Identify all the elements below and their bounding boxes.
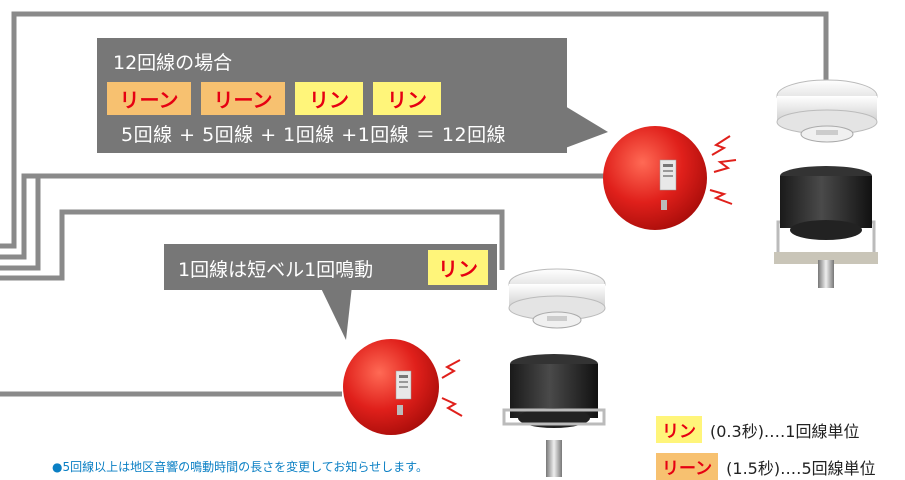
bubble-title: 12回線の場合 bbox=[113, 52, 233, 74]
speaker-top bbox=[774, 166, 878, 288]
detector-top bbox=[776, 79, 878, 143]
tag-short-2: リン bbox=[373, 82, 441, 115]
bell-bottom bbox=[343, 339, 439, 435]
wire-2b bbox=[0, 173, 605, 260]
wire-1 bbox=[0, 11, 829, 249]
bubble-bottom-tail bbox=[318, 282, 352, 340]
detector-bottom bbox=[508, 268, 606, 329]
tag-short-bottom: リン bbox=[428, 250, 488, 285]
legend-tag-short: リン bbox=[656, 416, 702, 443]
wire-4 bbox=[0, 209, 505, 281]
sound-mark-icon bbox=[441, 135, 737, 417]
bubble-top-tail bbox=[555, 100, 608, 150]
tag-long-2: リーン bbox=[201, 82, 285, 115]
wire-3 bbox=[0, 176, 41, 271]
tag-row: リーン リーン リン リン bbox=[107, 82, 441, 115]
speech-bubble-1-line: 1回線は短ベル1回鳴動 リン bbox=[164, 244, 497, 290]
legend-text-short: (0.3秒)‥‥1回線単位 bbox=[710, 421, 860, 441]
equation-text: 5回線 + 5回線 + 1回線 +1回線 ＝ 12回線 bbox=[121, 124, 507, 146]
footnote-text: ●5回線以上は地区音響の鳴動時間の長さを変更してお知らせします。 bbox=[52, 460, 428, 474]
tag-long-1: リーン bbox=[107, 82, 191, 115]
bell-top bbox=[603, 126, 707, 230]
tag-short-1: リン bbox=[295, 82, 363, 115]
legend-row-short: リン (0.3秒)‥‥1回線単位 bbox=[656, 416, 859, 443]
speech-bubble-12-lines: 12回線の場合 リーン リーン リン リン 5回線 + 5回線 + 1回線 +1… bbox=[97, 38, 567, 153]
bubble-bottom-text: 1回線は短ベル1回鳴動 bbox=[178, 259, 374, 281]
wire-lines bbox=[0, 11, 829, 397]
legend-text-long: (1.5秒)‥‥5回線単位 bbox=[726, 458, 876, 478]
legend-row-long: リーン (1.5秒)‥‥5回線単位 bbox=[656, 453, 876, 480]
speaker-bottom bbox=[502, 354, 606, 477]
legend-tag-long: リーン bbox=[656, 453, 719, 480]
